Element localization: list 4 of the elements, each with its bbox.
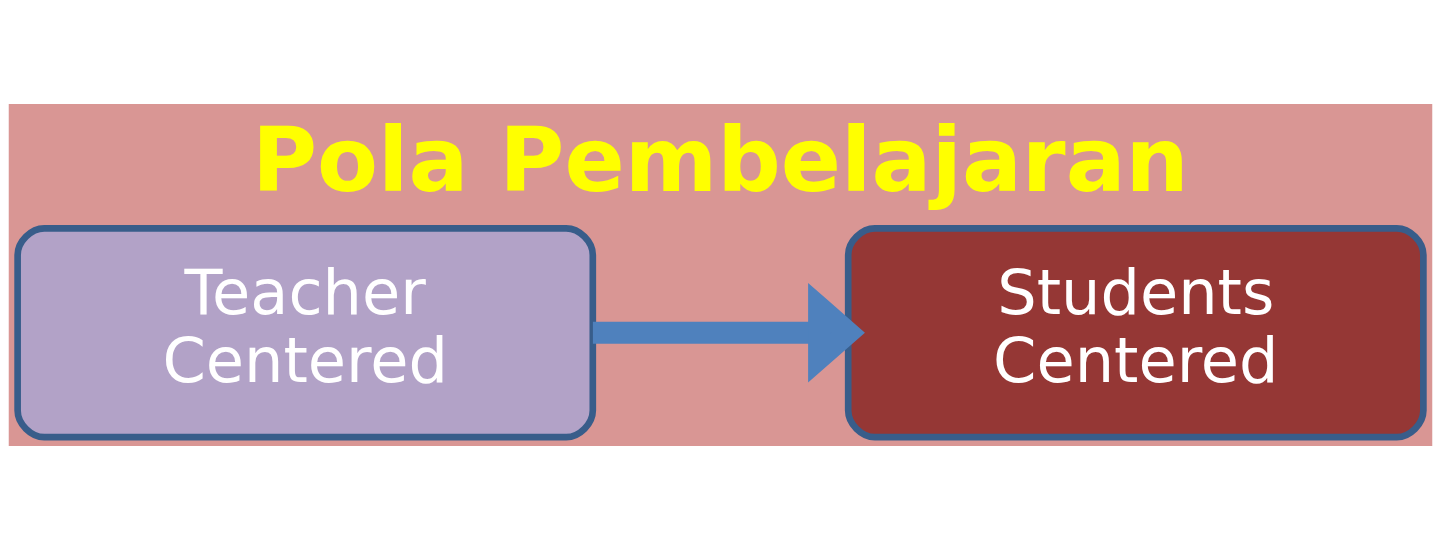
node-box: Teacher Centered <box>14 224 597 440</box>
node-box: Students Centered <box>844 224 1427 440</box>
diagram-title: Pola Pembelajaran <box>251 108 1189 212</box>
arrow <box>592 282 865 382</box>
